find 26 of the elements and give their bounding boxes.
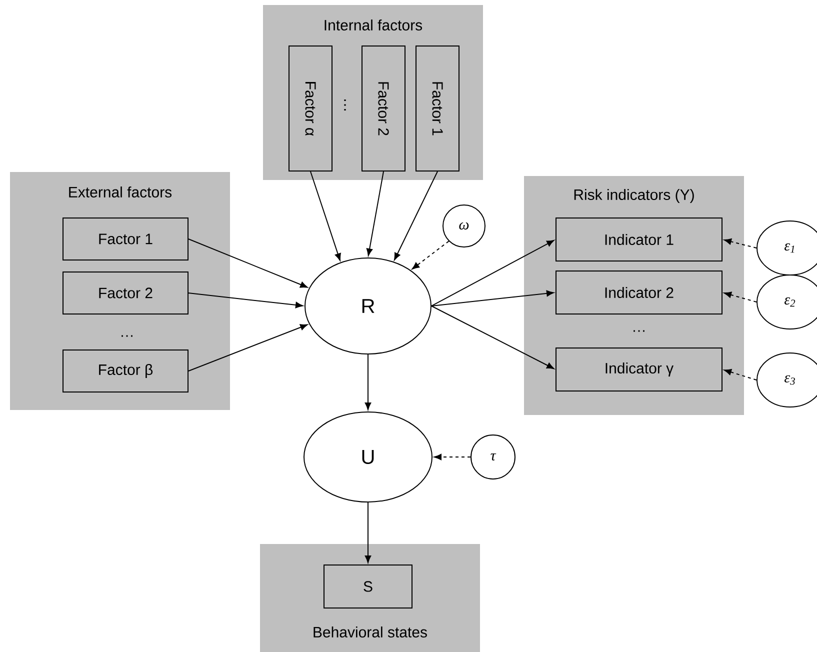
arrow — [188, 238, 308, 288]
arrow — [412, 240, 450, 270]
variable-box: S — [324, 564, 412, 608]
variable-box: Indicator γ — [556, 348, 722, 392]
arrow — [434, 454, 471, 460]
arrow — [394, 171, 438, 260]
arrow — [431, 306, 554, 370]
arrow — [366, 171, 384, 256]
arrow — [188, 324, 308, 372]
variable-box: Factor 2 — [362, 46, 406, 172]
ellipsis: … — [634, 330, 644, 332]
variable-box: Indicator 2 — [556, 270, 722, 314]
ellipsis: … — [122, 335, 132, 337]
arrow — [431, 240, 554, 306]
variable-box: Factor β — [62, 350, 188, 392]
variable-box: Factor 1 — [62, 218, 188, 260]
variable-box: Factor 1 — [416, 46, 460, 172]
arrow — [310, 171, 341, 261]
variable-box: Indicator 1 — [556, 218, 722, 262]
variable-box: Factor 2 — [62, 272, 188, 314]
ellipsis: … — [344, 100, 346, 110]
arrow — [431, 290, 554, 306]
variable-box: Factor α — [288, 46, 332, 172]
arrow — [364, 354, 372, 410]
arrow — [188, 292, 304, 308]
arrow — [364, 502, 372, 563]
